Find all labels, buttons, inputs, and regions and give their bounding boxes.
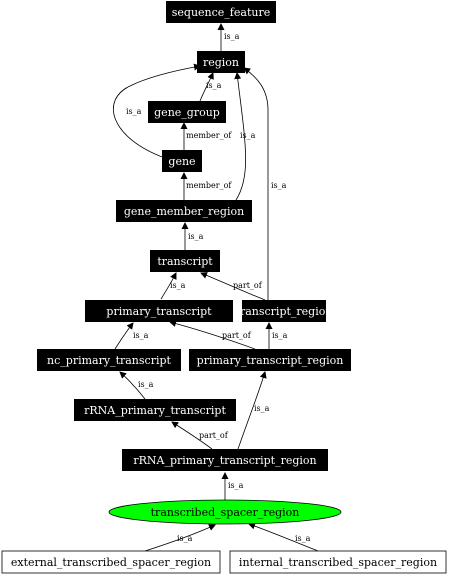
node-external-transcribed-spacer-region[interactable]: external_transcribed_spacer_region [1, 550, 221, 574]
node-sequence-feature[interactable]: sequence_feature [166, 1, 276, 23]
node-transcript[interactable]: transcript [150, 250, 220, 272]
node-label: primary_transcript_region [197, 354, 344, 367]
node-label: gene [168, 155, 195, 168]
edge-internal-to-transcribed-spacer-region: is_a [248, 522, 319, 552]
edge-label-part-of: part_of [222, 331, 252, 340]
edge-label-part-of: part_of [233, 281, 263, 290]
node-label: transcribed_spacer_region [151, 506, 300, 519]
node-gene-member-region[interactable]: gene_member_region [116, 200, 252, 222]
edge-label-member-of: member_of [186, 181, 232, 190]
edge-gene-group-to-region: is_a [199, 72, 222, 102]
node-label: transcript_region [236, 305, 333, 318]
edge-label-is-a: is_a [206, 81, 222, 90]
edge-gene-member-region-to-gene: member_of [180, 172, 232, 200]
node-nc-primary-transcript[interactable]: nc_primary_transcript [37, 349, 181, 371]
edge-rrna-primary-transcript-region-to-rrna-primary-transcript: part_of [171, 421, 229, 450]
edge-nc-primary-transcript-to-primary-transcript: is_a [114, 322, 149, 350]
node-rrna-primary-transcript[interactable]: rRNA_primary_transcript [74, 399, 236, 421]
node-label: transcript [157, 255, 213, 268]
node-primary-transcript-region[interactable]: primary_transcript_region [189, 349, 351, 371]
edge-label-is-a: is_a [271, 181, 287, 190]
edge-gene-to-gene-group: member_of [180, 122, 232, 150]
node-label: rRNA_primary_transcript [84, 404, 226, 417]
node-primary-transcript[interactable]: primary_transcript [85, 300, 233, 322]
edge-label-is-a: is_a [240, 131, 256, 140]
edge-label-is-a: is_a [295, 534, 311, 543]
edge-label-is-a: is_a [188, 232, 204, 241]
edge-label-is-a: is_a [133, 331, 149, 340]
edge-label-is-a: is_a [177, 534, 193, 543]
node-label: internal_transcribed_spacer_region [239, 556, 437, 569]
node-gene-group[interactable]: gene_group [148, 101, 226, 123]
edge-primary-transcript-region-to-transcript-region: is_a [265, 322, 288, 349]
edge-region-to-sequence-feature: is_a [217, 23, 240, 52]
edge-label-is-a: is_a [224, 32, 240, 41]
node-label: gene_member_region [124, 205, 244, 218]
node-transcript-region[interactable]: transcript_region [236, 300, 333, 322]
node-gene[interactable]: gene [162, 150, 202, 172]
node-label: gene_group [154, 106, 220, 119]
edge-transcribed-spacer-region-to-rrna-primary-transcript-region: is_a [221, 472, 244, 500]
edge-gene-to-region: is_a [113, 63, 201, 159]
edges-layer: is_a is_a is_a member_of is_a [113, 23, 319, 552]
edge-label-is-a: is_a [126, 107, 142, 116]
node-label: region [203, 56, 239, 69]
edge-rrna-primary-transcript-region-to-primary-transcript-region: is_a [237, 371, 270, 450]
edge-label-is-a: is_a [170, 281, 186, 290]
node-label: rRNA_primary_transcript_region [133, 454, 316, 467]
node-label: primary_transcript [106, 305, 212, 318]
node-label: nc_primary_transcript [47, 354, 171, 367]
edge-label-is-a: is_a [272, 331, 288, 340]
node-rrna-primary-transcript-region[interactable]: rRNA_primary_transcript_region [122, 449, 328, 471]
node-label: external_transcribed_spacer_region [11, 556, 211, 569]
edge-label-part-of: part_of [199, 431, 229, 440]
edge-label-member-of: member_of [186, 131, 232, 140]
edge-label-is-a: is_a [254, 404, 270, 413]
edge-primary-transcript-region-to-primary-transcript: part_of [169, 320, 256, 350]
edge-transcript-region-to-transcript: part_of [200, 272, 266, 301]
node-region[interactable]: region [197, 51, 245, 73]
edge-gene-member-region-to-region: is_a [234, 72, 256, 201]
edge-external-to-transcribed-spacer-region: is_a [144, 524, 216, 552]
node-label: sequence_feature [172, 6, 270, 19]
edge-rrna-primary-transcript-to-nc-primary-transcript: is_a [119, 371, 154, 400]
edge-transcript-region-to-region: is_a [243, 67, 287, 300]
node-internal-transcribed-spacer-region[interactable]: internal_transcribed_spacer_region [229, 550, 447, 574]
edge-label-is-a: is_a [228, 481, 244, 490]
edge-transcript-to-gene-member-region: is_a [181, 222, 204, 250]
edge-label-is-a: is_a [138, 380, 154, 389]
node-transcribed-spacer-region[interactable]: transcribed_spacer_region [108, 499, 342, 525]
edge-primary-transcript-to-transcript: is_a [160, 272, 186, 300]
